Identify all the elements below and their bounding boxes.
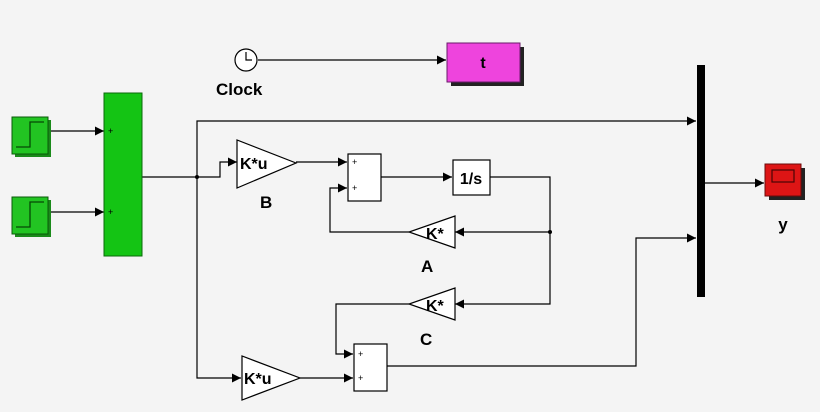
wire-int-to-c[interactable] (455, 176, 551, 309)
integrator-text: 1/s (460, 171, 482, 188)
gain-a-label: A (421, 257, 433, 276)
svg-text:+: + (358, 373, 363, 383)
gain-c[interactable]: K* C (407, 287, 456, 349)
to-workspace-t[interactable]: t (446, 42, 524, 86)
source-block-1[interactable] (11, 116, 51, 157)
svg-text:+: + (352, 183, 357, 193)
step-source-icon (16, 121, 44, 148)
sum-block-2[interactable]: + + (353, 343, 388, 392)
wire-sum2-bus[interactable] (387, 233, 696, 367)
sum-block-1[interactable]: + + (347, 153, 382, 202)
scope-icon (771, 169, 795, 183)
wire-mux-to-bus[interactable] (196, 116, 696, 177)
gain-b-label: B (260, 193, 272, 212)
svg-text:+: + (352, 157, 357, 167)
source-block-2[interactable] (11, 196, 51, 237)
integrator-block[interactable]: 1/s (452, 159, 491, 196)
gain-a-text: K* (426, 226, 445, 243)
clock-label: Clock (216, 80, 263, 99)
gain-d-text: K*u (244, 371, 272, 388)
gain-b-text: K*u (240, 156, 268, 173)
wire-mux-to-b[interactable] (197, 157, 237, 178)
gain-a[interactable]: K* A (407, 215, 456, 276)
scope-block[interactable]: y (764, 163, 805, 234)
scope-label: y (778, 215, 788, 234)
wire-mux-to-d[interactable] (196, 177, 241, 383)
gain-c-label: C (420, 330, 432, 349)
wire-c-sum2[interactable] (335, 303, 409, 359)
to-workspace-label: t (480, 55, 486, 72)
mux-port-1: + (108, 126, 113, 136)
output-mux-bar[interactable] (697, 65, 705, 297)
signal-wires (50, 55, 764, 383)
mux-block[interactable]: + + (103, 92, 143, 257)
gain-b[interactable]: K*u B (236, 139, 298, 212)
step-source-icon (16, 201, 44, 228)
clock-block[interactable]: Clock (216, 48, 263, 99)
wire-a-sum1[interactable] (329, 183, 409, 233)
gain-d[interactable]: K*u (241, 355, 302, 401)
svg-text:+: + (358, 349, 363, 359)
gain-c-text: K* (426, 298, 445, 315)
mux-port-2: + (108, 207, 113, 217)
